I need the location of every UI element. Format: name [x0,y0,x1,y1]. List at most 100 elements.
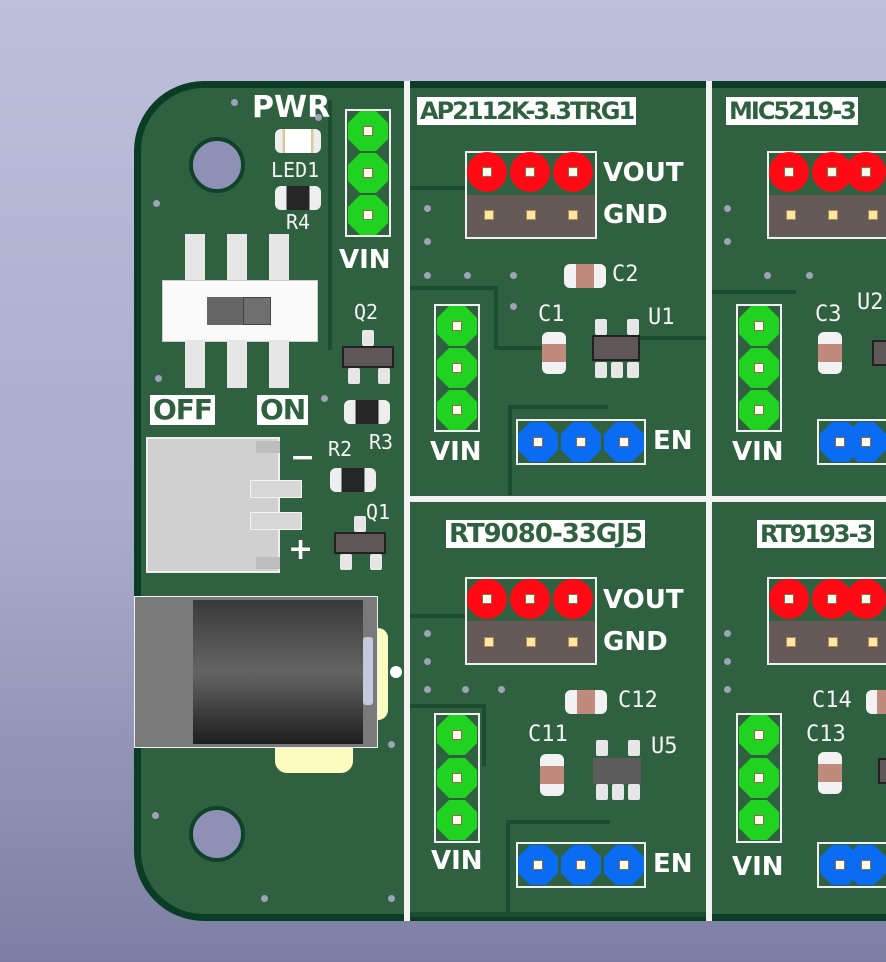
gnd-pin[interactable] [568,210,578,220]
gnd-pin[interactable] [828,210,838,220]
vout-pin[interactable] [769,152,809,192]
vin-pin[interactable] [348,153,388,193]
c14-ref: C14 [812,688,852,713]
vout-label: VOUT [603,585,684,615]
copper-trace [506,820,510,916]
vout-gnd-header[interactable] [767,577,886,665]
gnd-pin[interactable] [484,210,494,220]
vin-header[interactable] [736,304,782,432]
c3-capacitor [818,332,842,374]
vout-pin[interactable] [812,579,852,619]
en-pin[interactable] [604,845,644,885]
vin-pin[interactable] [348,195,388,235]
c12-capacitor [565,690,607,714]
en-pin[interactable] [518,422,558,462]
gnd-pin[interactable] [526,210,536,220]
vout-label: VOUT [603,158,684,188]
dc-barrel-jack[interactable] [134,596,378,748]
switch-off-label: OFF [150,395,216,425]
gnd-pin[interactable] [568,637,578,647]
r2-ref: R2 [328,437,353,461]
plus-label: + [288,532,314,567]
vin-pin[interactable] [739,306,779,346]
gnd-pin[interactable] [484,637,494,647]
vout-pin[interactable] [769,579,809,619]
vin-pin[interactable] [437,390,477,430]
vout-gnd-header[interactable] [465,577,597,665]
module-divider [706,81,712,921]
gnd-pin[interactable] [786,637,796,647]
vin-pin[interactable] [739,348,779,388]
vout-pin[interactable] [812,152,852,192]
led1 [275,129,321,153]
via [806,272,813,279]
copper-trace [508,405,608,409]
vout-pin[interactable] [467,152,507,192]
en-pin[interactable] [561,422,601,462]
vin-pin[interactable] [348,111,388,151]
en-header[interactable] [516,842,646,888]
via [510,303,517,310]
r3-ref: R3 [369,430,394,454]
copper-trace [410,704,486,708]
vin-pin[interactable] [437,758,477,798]
module-divider [404,81,410,921]
u5-lead [628,784,640,800]
vout-pin[interactable] [510,152,550,192]
en-header[interactable] [817,419,886,465]
gnd-pin[interactable] [868,210,878,220]
u1-lead [595,319,607,335]
vout-pin[interactable] [553,152,593,192]
via [724,658,731,665]
gnd-pin[interactable] [828,637,838,647]
en-header[interactable] [516,419,646,465]
gnd-pin[interactable] [786,210,796,220]
slide-switch-pins [185,340,305,388]
vin-header-power[interactable] [345,109,391,237]
vin-header[interactable] [736,713,782,843]
q1-ref: Q1 [366,500,391,524]
battery-connector[interactable] [146,437,280,573]
slide-switch-pins [185,234,305,286]
vin-pin[interactable] [437,306,477,346]
slide-switch[interactable] [162,280,318,342]
gnd-pin[interactable] [868,637,878,647]
vin-pin[interactable] [739,800,779,840]
vin-label: VIN [732,852,784,882]
copper-trace [410,912,706,917]
vout-pin[interactable] [553,579,593,619]
vout-pin[interactable] [510,579,550,619]
en-pin[interactable] [604,422,644,462]
vin-pin[interactable] [437,715,477,755]
en-pin[interactable] [561,845,601,885]
copper-trace [328,100,332,350]
vin-header[interactable] [434,713,480,843]
vin-label: VIN [430,437,482,467]
en-pin[interactable] [846,845,886,885]
en-pin[interactable] [518,845,558,885]
vin-pin[interactable] [739,715,779,755]
u1-ref: U1 [648,305,675,330]
en-header[interactable] [817,842,886,888]
en-pin[interactable] [846,422,886,462]
vin-pin[interactable] [739,390,779,430]
c2-capacitor [564,264,606,288]
module-title: RT9080-33GJ5 [446,520,646,548]
vout-pin[interactable] [467,579,507,619]
vin-pin[interactable] [437,800,477,840]
c3-ref: C3 [815,302,842,327]
vin-header[interactable] [434,304,480,432]
r2-resistor [330,468,376,492]
copper-trace [410,186,466,190]
vout-pin[interactable] [846,152,886,192]
via [155,375,162,382]
vout-pin[interactable] [846,579,886,619]
vin-label: VIN [732,437,784,467]
vin-pin[interactable] [739,758,779,798]
via [462,686,469,693]
vin-pin[interactable] [437,348,477,388]
gnd-pin[interactable] [526,637,536,647]
q2-ref: Q2 [354,300,379,324]
u-regulator [878,758,886,784]
copper-trace [494,346,542,350]
